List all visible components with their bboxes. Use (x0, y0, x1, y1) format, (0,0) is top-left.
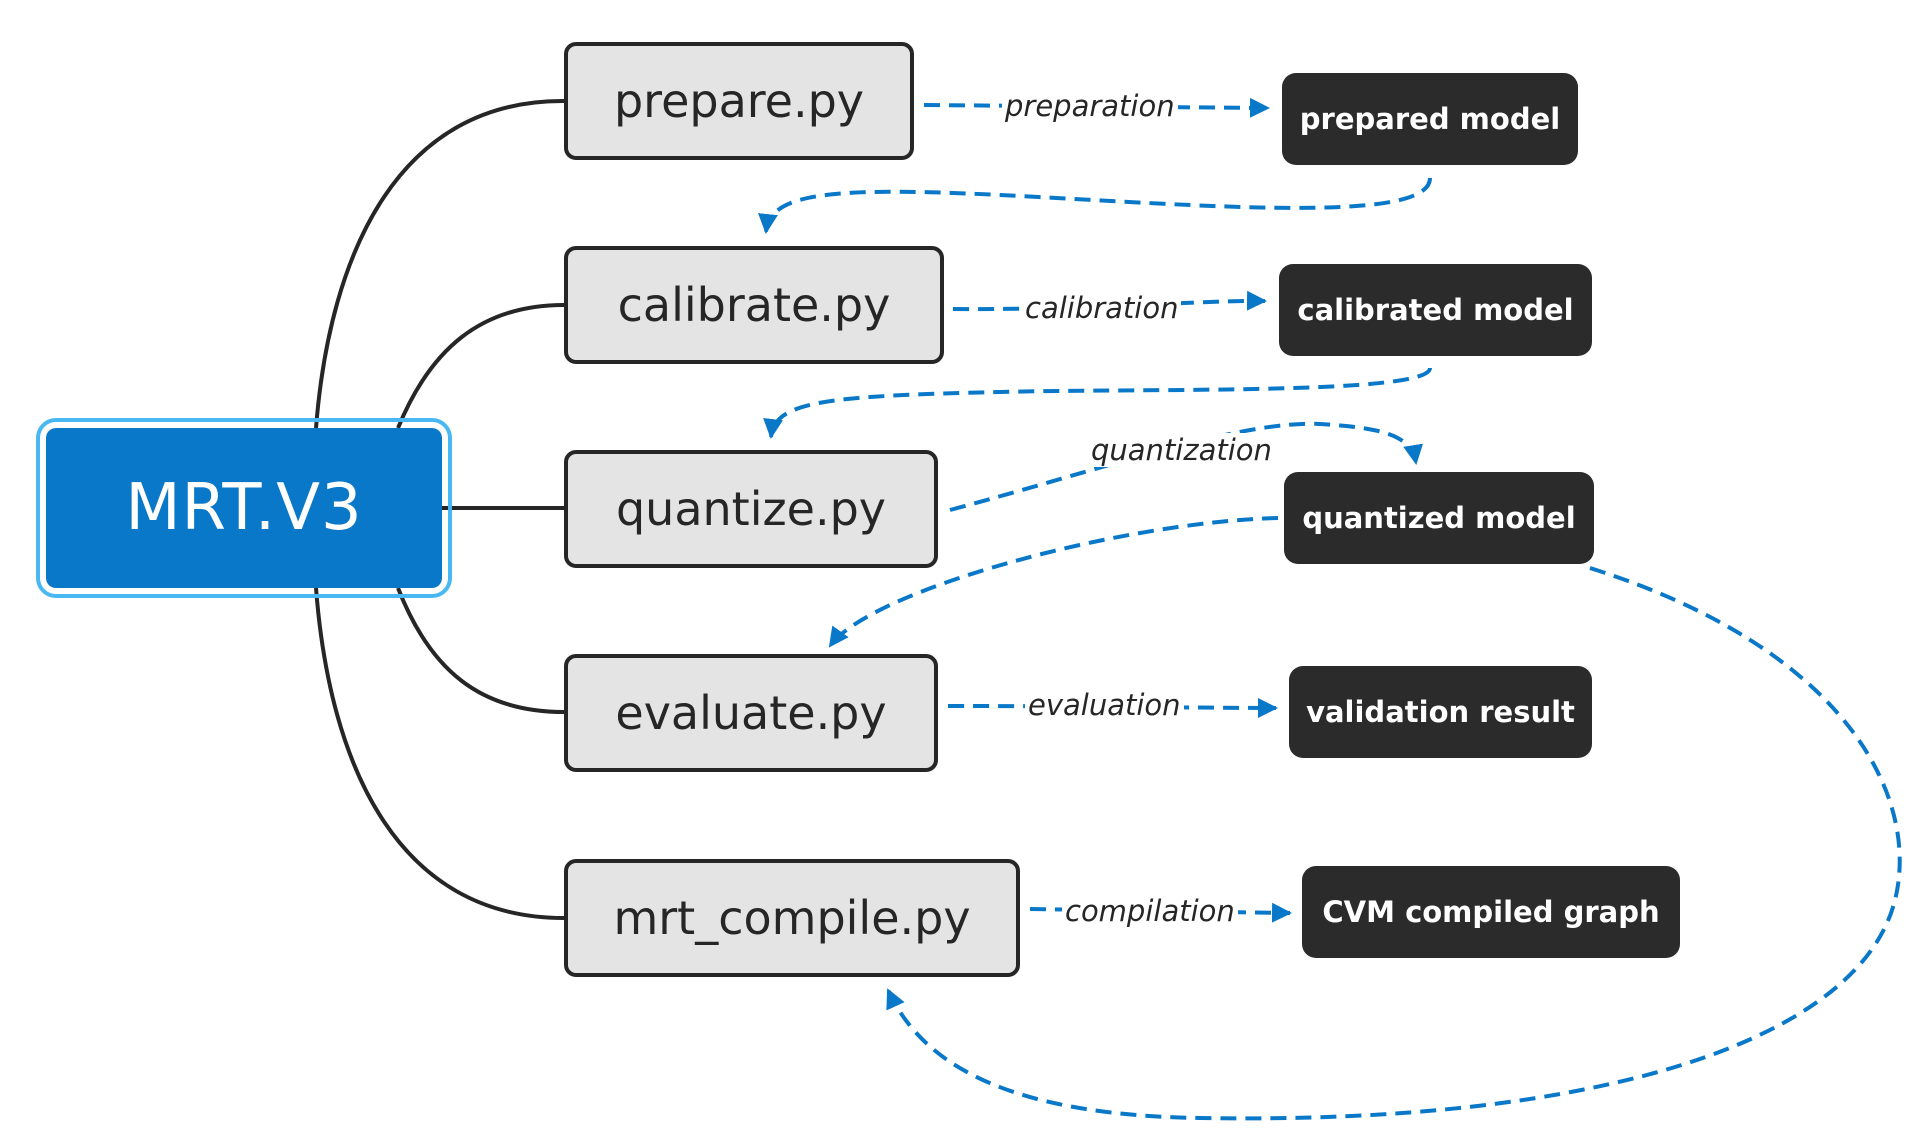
output-label: validation result (1306, 695, 1575, 729)
edge-label-calibration: calibration (1022, 291, 1182, 325)
root-connectors (314, 98, 565, 920)
connector-root-evaluate (396, 587, 565, 714)
connector-root-prepare (314, 98, 565, 429)
connector-root-calibrate (396, 303, 565, 429)
script-label: calibrate.py (617, 278, 891, 332)
script-evaluate[interactable]: evaluate.py (564, 654, 938, 772)
output-quantized-model[interactable]: quantized model (1284, 472, 1594, 564)
root-label: MRT.V3 (125, 471, 363, 545)
output-calibrated-model[interactable]: calibrated model (1279, 264, 1592, 356)
output-cvm-compiled-graph[interactable]: CVM compiled graph (1302, 866, 1680, 958)
output-label: calibrated model (1297, 293, 1574, 327)
edge-label-evaluation: evaluation (1025, 688, 1184, 722)
edge-label-preparation: preparation (1002, 89, 1178, 123)
edge-label-quantization: quantization (1088, 433, 1275, 467)
script-quantize[interactable]: quantize.py (564, 450, 938, 568)
script-label: prepare.py (613, 74, 865, 128)
edge-label-compilation: compilation (1062, 894, 1238, 928)
arrow-quantized-to-evaluate (828, 516, 1279, 648)
script-label: mrt_compile.py (613, 891, 971, 945)
connector-root-compile (314, 587, 565, 920)
script-label: evaluate.py (615, 686, 887, 740)
arrow-prepare-to-prepared (923, 97, 1270, 118)
script-mrt-compile[interactable]: mrt_compile.py (564, 859, 1020, 977)
arrow-evaluate-to-validation (947, 697, 1278, 718)
script-label: quantize.py (615, 482, 886, 536)
arrow-quantize-to-quantized (949, 421, 1424, 512)
arrow-calibrated-to-quantize (763, 367, 1432, 439)
arrow-quantized-to-compile (886, 566, 1902, 1121)
script-calibrate[interactable]: calibrate.py (564, 246, 944, 364)
output-label: prepared model (1299, 102, 1561, 136)
output-label: quantized model (1302, 501, 1576, 535)
script-prepare[interactable]: prepare.py (564, 42, 914, 160)
arrow-prepared-to-calibrate (758, 177, 1432, 234)
root-node[interactable]: MRT.V3 (36, 418, 452, 598)
output-validation-result[interactable]: validation result (1289, 666, 1592, 758)
output-label: CVM compiled graph (1322, 895, 1660, 929)
output-prepared-model[interactable]: prepared model (1282, 73, 1578, 165)
